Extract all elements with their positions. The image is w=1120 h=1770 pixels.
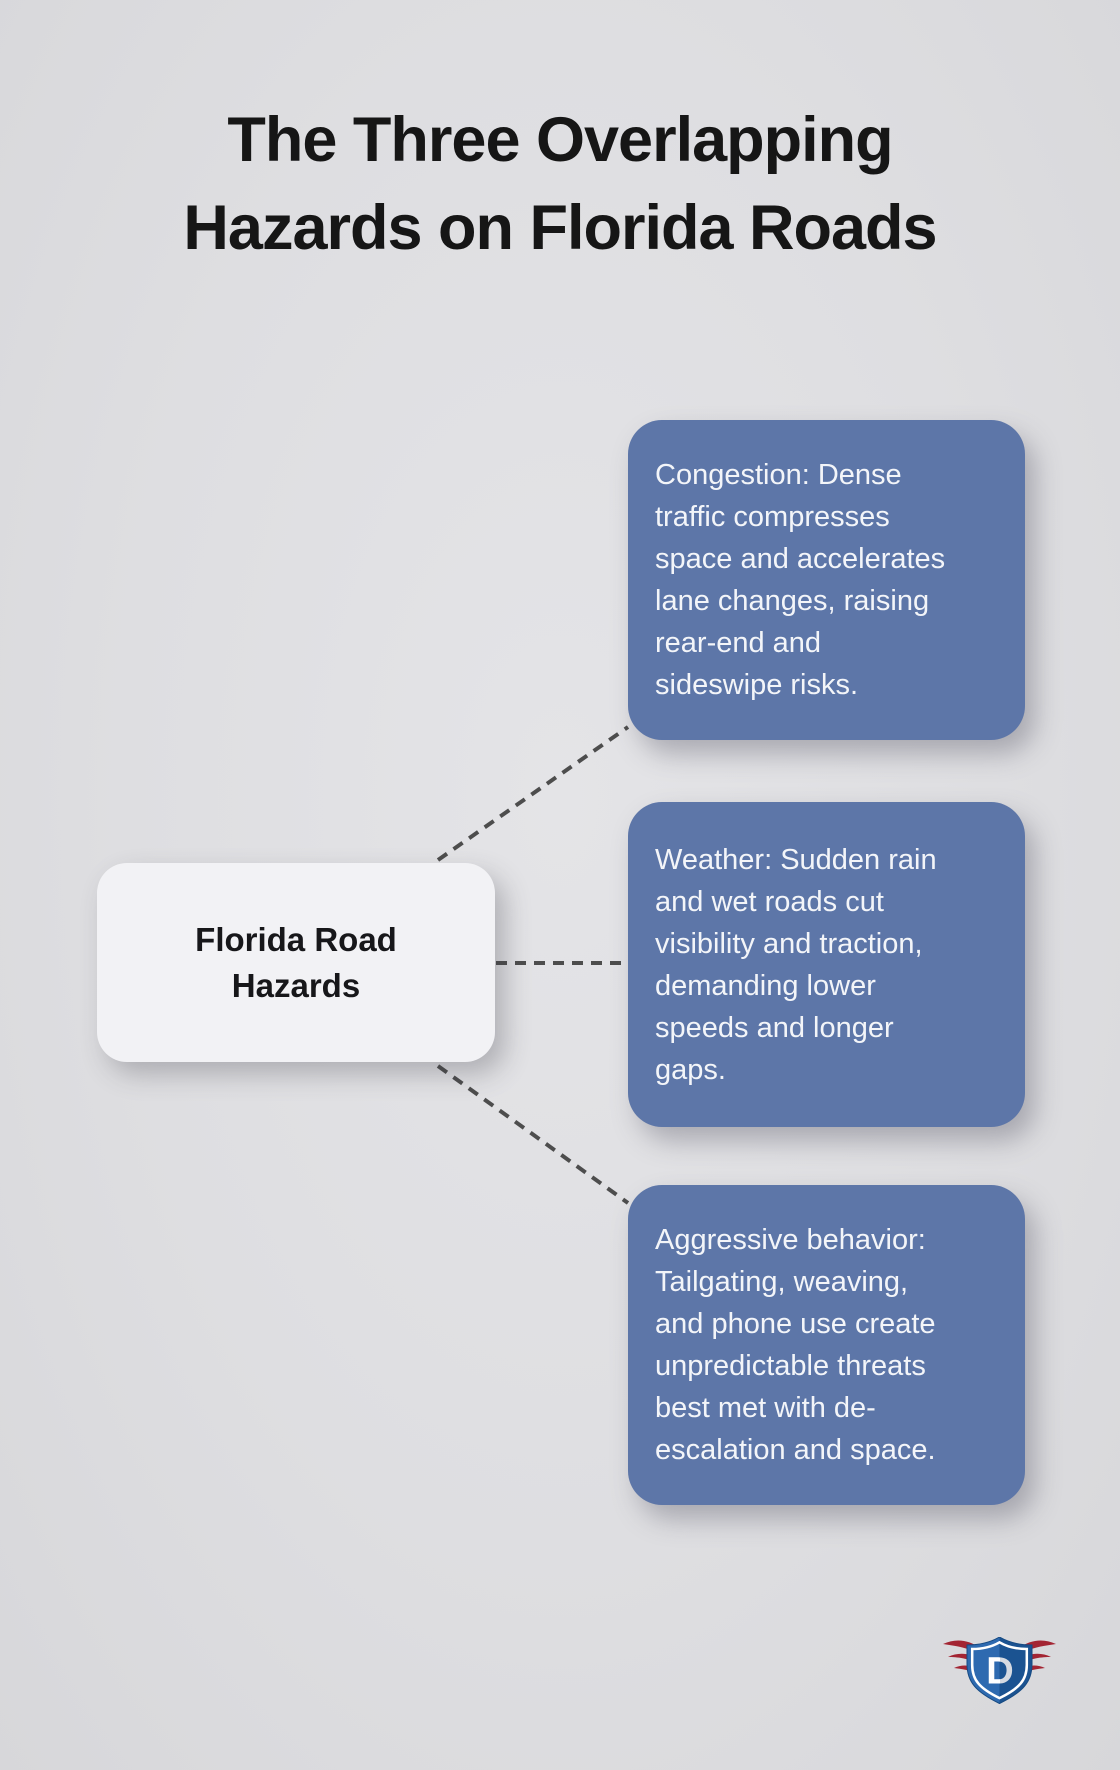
- logo-shield-icon: D: [966, 1637, 1033, 1704]
- connector-center-to-congestion: [436, 725, 630, 862]
- node-weather-text: Weather: Sudden rain and wet roads cut v…: [655, 843, 937, 1086]
- node-congestion-text: Congestion: Dense traffic compresses spa…: [655, 459, 946, 701]
- node-aggressive-behavior: Aggressive behavior: Tailgating, weaving…: [628, 1185, 1025, 1505]
- node-aggressive-behavior-text: Aggressive behavior: Tailgating, weaving…: [655, 1224, 936, 1466]
- node-congestion: Congestion: Dense traffic compresses spa…: [628, 420, 1025, 740]
- logo-letter: D: [986, 1651, 1013, 1693]
- connector-center-to-aggressive: [436, 1064, 630, 1205]
- page-title: The Three Overlapping Hazards on Florida…: [183, 105, 937, 263]
- center-node-label: Florida Road Hazards: [195, 920, 397, 1004]
- center-node-florida-road-hazards: Florida Road Hazards: [97, 863, 495, 1062]
- company-logo: D: [943, 1637, 1056, 1704]
- node-weather: Weather: Sudden rain and wet roads cut v…: [628, 802, 1025, 1127]
